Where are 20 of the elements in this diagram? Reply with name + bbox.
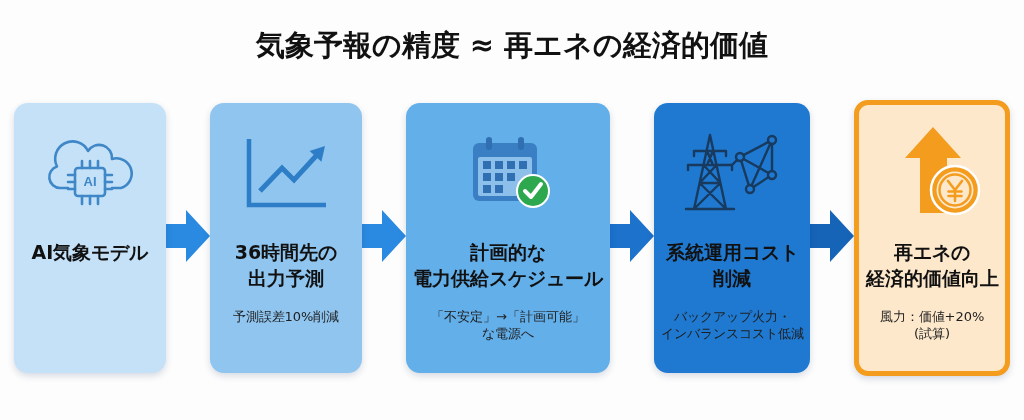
step-note: 予測誤差10%削減 xyxy=(232,308,340,325)
result-box xyxy=(854,100,1010,376)
process-box xyxy=(210,103,362,373)
step-title: 再エネの経済的価値向上 xyxy=(865,240,999,291)
process-box xyxy=(654,103,810,373)
process-box xyxy=(14,103,166,373)
step-title: 系統運用コスト削減 xyxy=(665,240,799,291)
step-note: 風力：価値+20%(試算) xyxy=(879,308,985,342)
block-arrow xyxy=(362,210,406,262)
step-title: 36時間先の出力予測 xyxy=(234,240,338,291)
step-note: 「不安定」→「計画可能」な電源へ xyxy=(431,308,585,342)
block-arrow xyxy=(166,210,210,262)
chip-label: AI xyxy=(83,175,97,189)
block-arrow xyxy=(610,210,654,262)
step-title: AI気象モデル xyxy=(31,240,149,265)
diagram-title: 気象予報の精度 ≈ 再エネの経済的価値 xyxy=(255,27,769,64)
step-title: 計画的な電力供給スケジュール xyxy=(413,240,603,291)
block-arrow xyxy=(810,210,854,262)
process-box xyxy=(406,103,610,373)
step-note: バックアップ火力・インバランスコスト低減 xyxy=(660,308,804,342)
